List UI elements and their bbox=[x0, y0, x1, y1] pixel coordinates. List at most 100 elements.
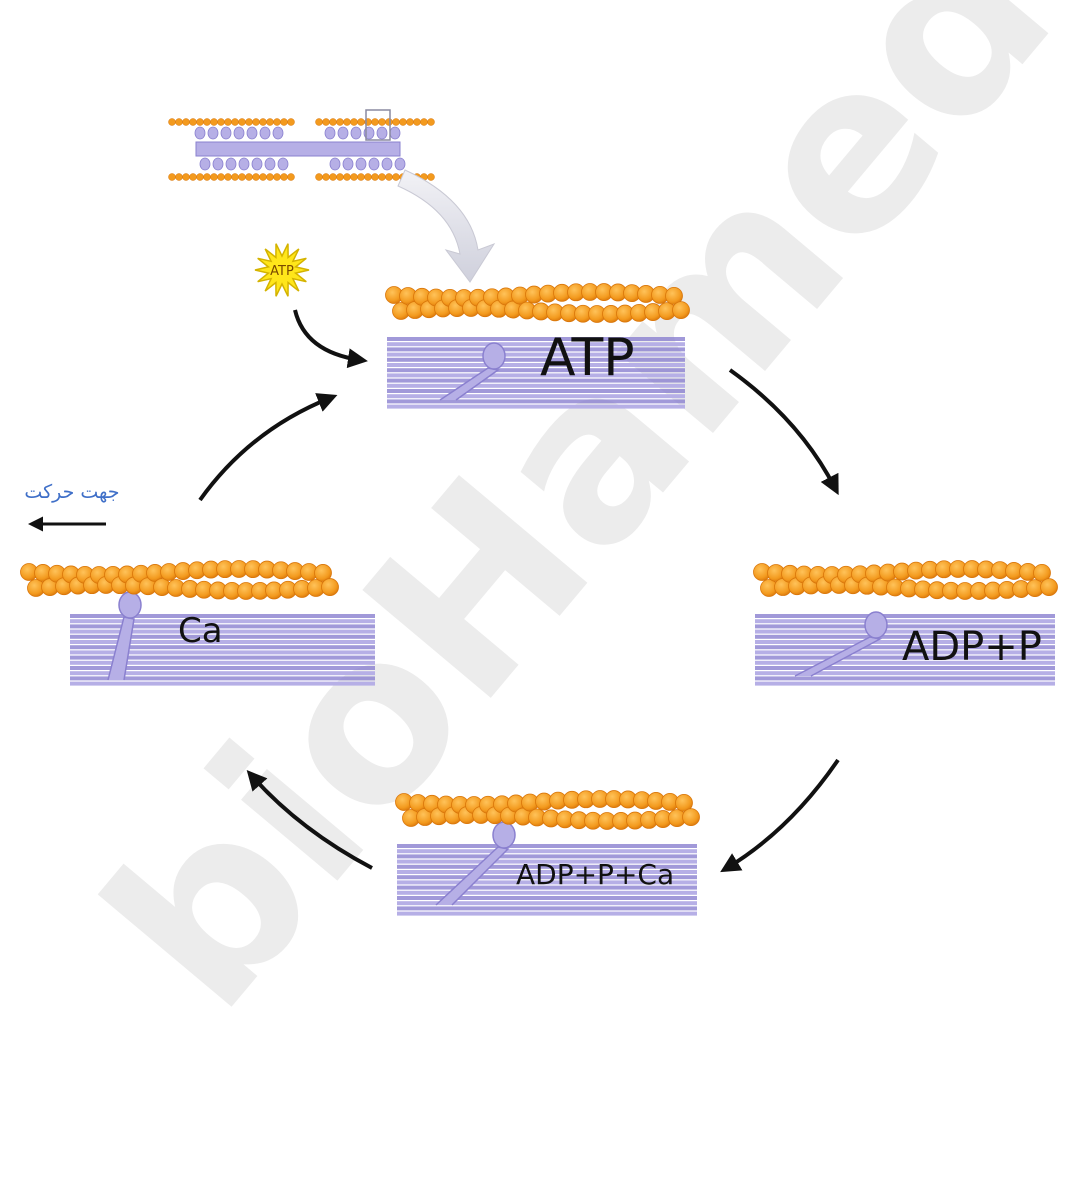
overview-actin-bead bbox=[385, 173, 393, 181]
overview-myosin-head bbox=[264, 157, 276, 171]
stage-panel-top bbox=[385, 283, 690, 409]
overview-actin-bead bbox=[252, 118, 260, 126]
overview-actin-bead bbox=[315, 118, 323, 126]
overview-actin-bead bbox=[280, 173, 288, 181]
actin-bead bbox=[675, 793, 693, 812]
overview-myosin-bar bbox=[195, 141, 401, 157]
cycle-arrow-atp-in bbox=[293, 309, 368, 369]
myosin-stripe bbox=[70, 681, 375, 686]
direction-label: جهت حرکت bbox=[24, 481, 119, 503]
overview-actin-bead bbox=[287, 118, 295, 126]
overview-actin-bead bbox=[322, 173, 330, 181]
overview-actin-bead bbox=[364, 173, 372, 181]
overview-actin-bead bbox=[406, 118, 414, 126]
cycle-arrow-right-bottom bbox=[720, 758, 840, 873]
actin-bead bbox=[1033, 563, 1051, 582]
myosin-stripe bbox=[397, 870, 697, 874]
myosin-stripe bbox=[397, 911, 697, 916]
sarcomere-overview bbox=[168, 109, 435, 181]
stage-label-top: ATP bbox=[540, 328, 635, 388]
overview-actin-bead bbox=[231, 173, 239, 181]
myosin-stripe bbox=[397, 901, 697, 906]
myosin-stripe bbox=[397, 896, 697, 900]
myosin-stripe bbox=[387, 378, 685, 383]
overview-actin-bead bbox=[322, 118, 330, 126]
myosin-stripe bbox=[387, 389, 685, 393]
myosin-stripe bbox=[70, 645, 375, 650]
overview-actin-bead bbox=[371, 173, 379, 181]
myosin-stripe bbox=[755, 634, 1055, 639]
overview-myosin-head bbox=[277, 157, 289, 171]
actin-bead bbox=[314, 564, 332, 582]
overview-actin-bead bbox=[238, 173, 246, 181]
myosin-stripe bbox=[70, 655, 375, 660]
overview-actin-bead bbox=[371, 118, 379, 126]
overview-actin-bead bbox=[224, 118, 232, 126]
atp-starburst-icon: ATP bbox=[254, 243, 310, 297]
overview-myosin-head bbox=[381, 157, 393, 171]
overview-actin-bead bbox=[259, 118, 267, 126]
overview-actin-bead bbox=[224, 173, 232, 181]
overview-actin-bead bbox=[336, 118, 344, 126]
overview-actin-bead bbox=[266, 173, 274, 181]
myosin-stripe bbox=[70, 660, 375, 665]
overview-actin-bead bbox=[427, 118, 435, 126]
myosin-stripe bbox=[70, 619, 375, 624]
zoom-arrow bbox=[397, 169, 496, 283]
overview-actin-bead bbox=[175, 173, 183, 181]
stage-label-bottom: ADP+P+Ca bbox=[516, 858, 674, 891]
overview-actin-bead bbox=[427, 173, 435, 181]
overview-actin-bead bbox=[210, 173, 218, 181]
myosin-stripe bbox=[755, 655, 1055, 660]
myosin-head bbox=[864, 611, 888, 639]
overview-actin-bead bbox=[252, 173, 260, 181]
myosin-stripe bbox=[387, 363, 685, 367]
cycle-arrow-top-right bbox=[728, 368, 839, 496]
overview-myosin-head bbox=[199, 157, 211, 171]
overview-myosin-head bbox=[251, 157, 263, 171]
actin-bead bbox=[1040, 578, 1058, 597]
myosin-stripe bbox=[397, 906, 697, 911]
myosin-stripe bbox=[70, 640, 375, 644]
overview-actin-bead bbox=[329, 118, 337, 126]
overview-myosin-head bbox=[212, 157, 224, 171]
overview-myosin-head bbox=[350, 126, 362, 140]
overview-actin-bead bbox=[413, 118, 421, 126]
overview-actin-bead bbox=[245, 173, 253, 181]
overview-actin-bead bbox=[168, 118, 176, 126]
overview-myosin-head bbox=[394, 157, 406, 171]
myosin-stripe bbox=[70, 629, 375, 634]
overview-myosin-head bbox=[246, 126, 258, 140]
overview-myosin-head bbox=[194, 126, 206, 140]
myosin-head bbox=[482, 342, 506, 370]
myosin-stripe bbox=[387, 373, 685, 378]
overview-myosin-head bbox=[225, 157, 237, 171]
myosin-head bbox=[492, 821, 516, 849]
overview-actin-bead bbox=[378, 173, 386, 181]
myosin-stripe bbox=[755, 676, 1055, 681]
cycle-arrow-bottom-left bbox=[246, 770, 373, 870]
myosin-stripe bbox=[387, 394, 685, 399]
overview-actin-bead bbox=[203, 118, 211, 126]
overview-actin-bead bbox=[182, 118, 190, 126]
myosin-stripe bbox=[387, 342, 685, 347]
overview-myosin-head bbox=[342, 157, 354, 171]
overview-actin-bead bbox=[273, 118, 281, 126]
overview-actin-bead bbox=[217, 118, 225, 126]
myosin-stripe bbox=[387, 383, 685, 388]
myosin-head bbox=[118, 591, 142, 619]
overview-actin-bead bbox=[182, 173, 190, 181]
overview-actin-bead bbox=[392, 118, 400, 126]
overview-actin-bead bbox=[196, 118, 204, 126]
overview-actin-bead bbox=[217, 173, 225, 181]
overview-actin-bead bbox=[287, 173, 295, 181]
myosin-stripe bbox=[755, 645, 1055, 650]
myosin-stripe bbox=[387, 399, 685, 404]
actin-bead bbox=[672, 301, 690, 320]
overview-myosin-head bbox=[329, 157, 341, 171]
myosin-stripe bbox=[397, 885, 697, 890]
overview-myosin-head bbox=[337, 126, 349, 140]
overview-actin-bead bbox=[168, 173, 176, 181]
overview-actin-bead bbox=[203, 173, 211, 181]
overview-myosin-head bbox=[233, 126, 245, 140]
